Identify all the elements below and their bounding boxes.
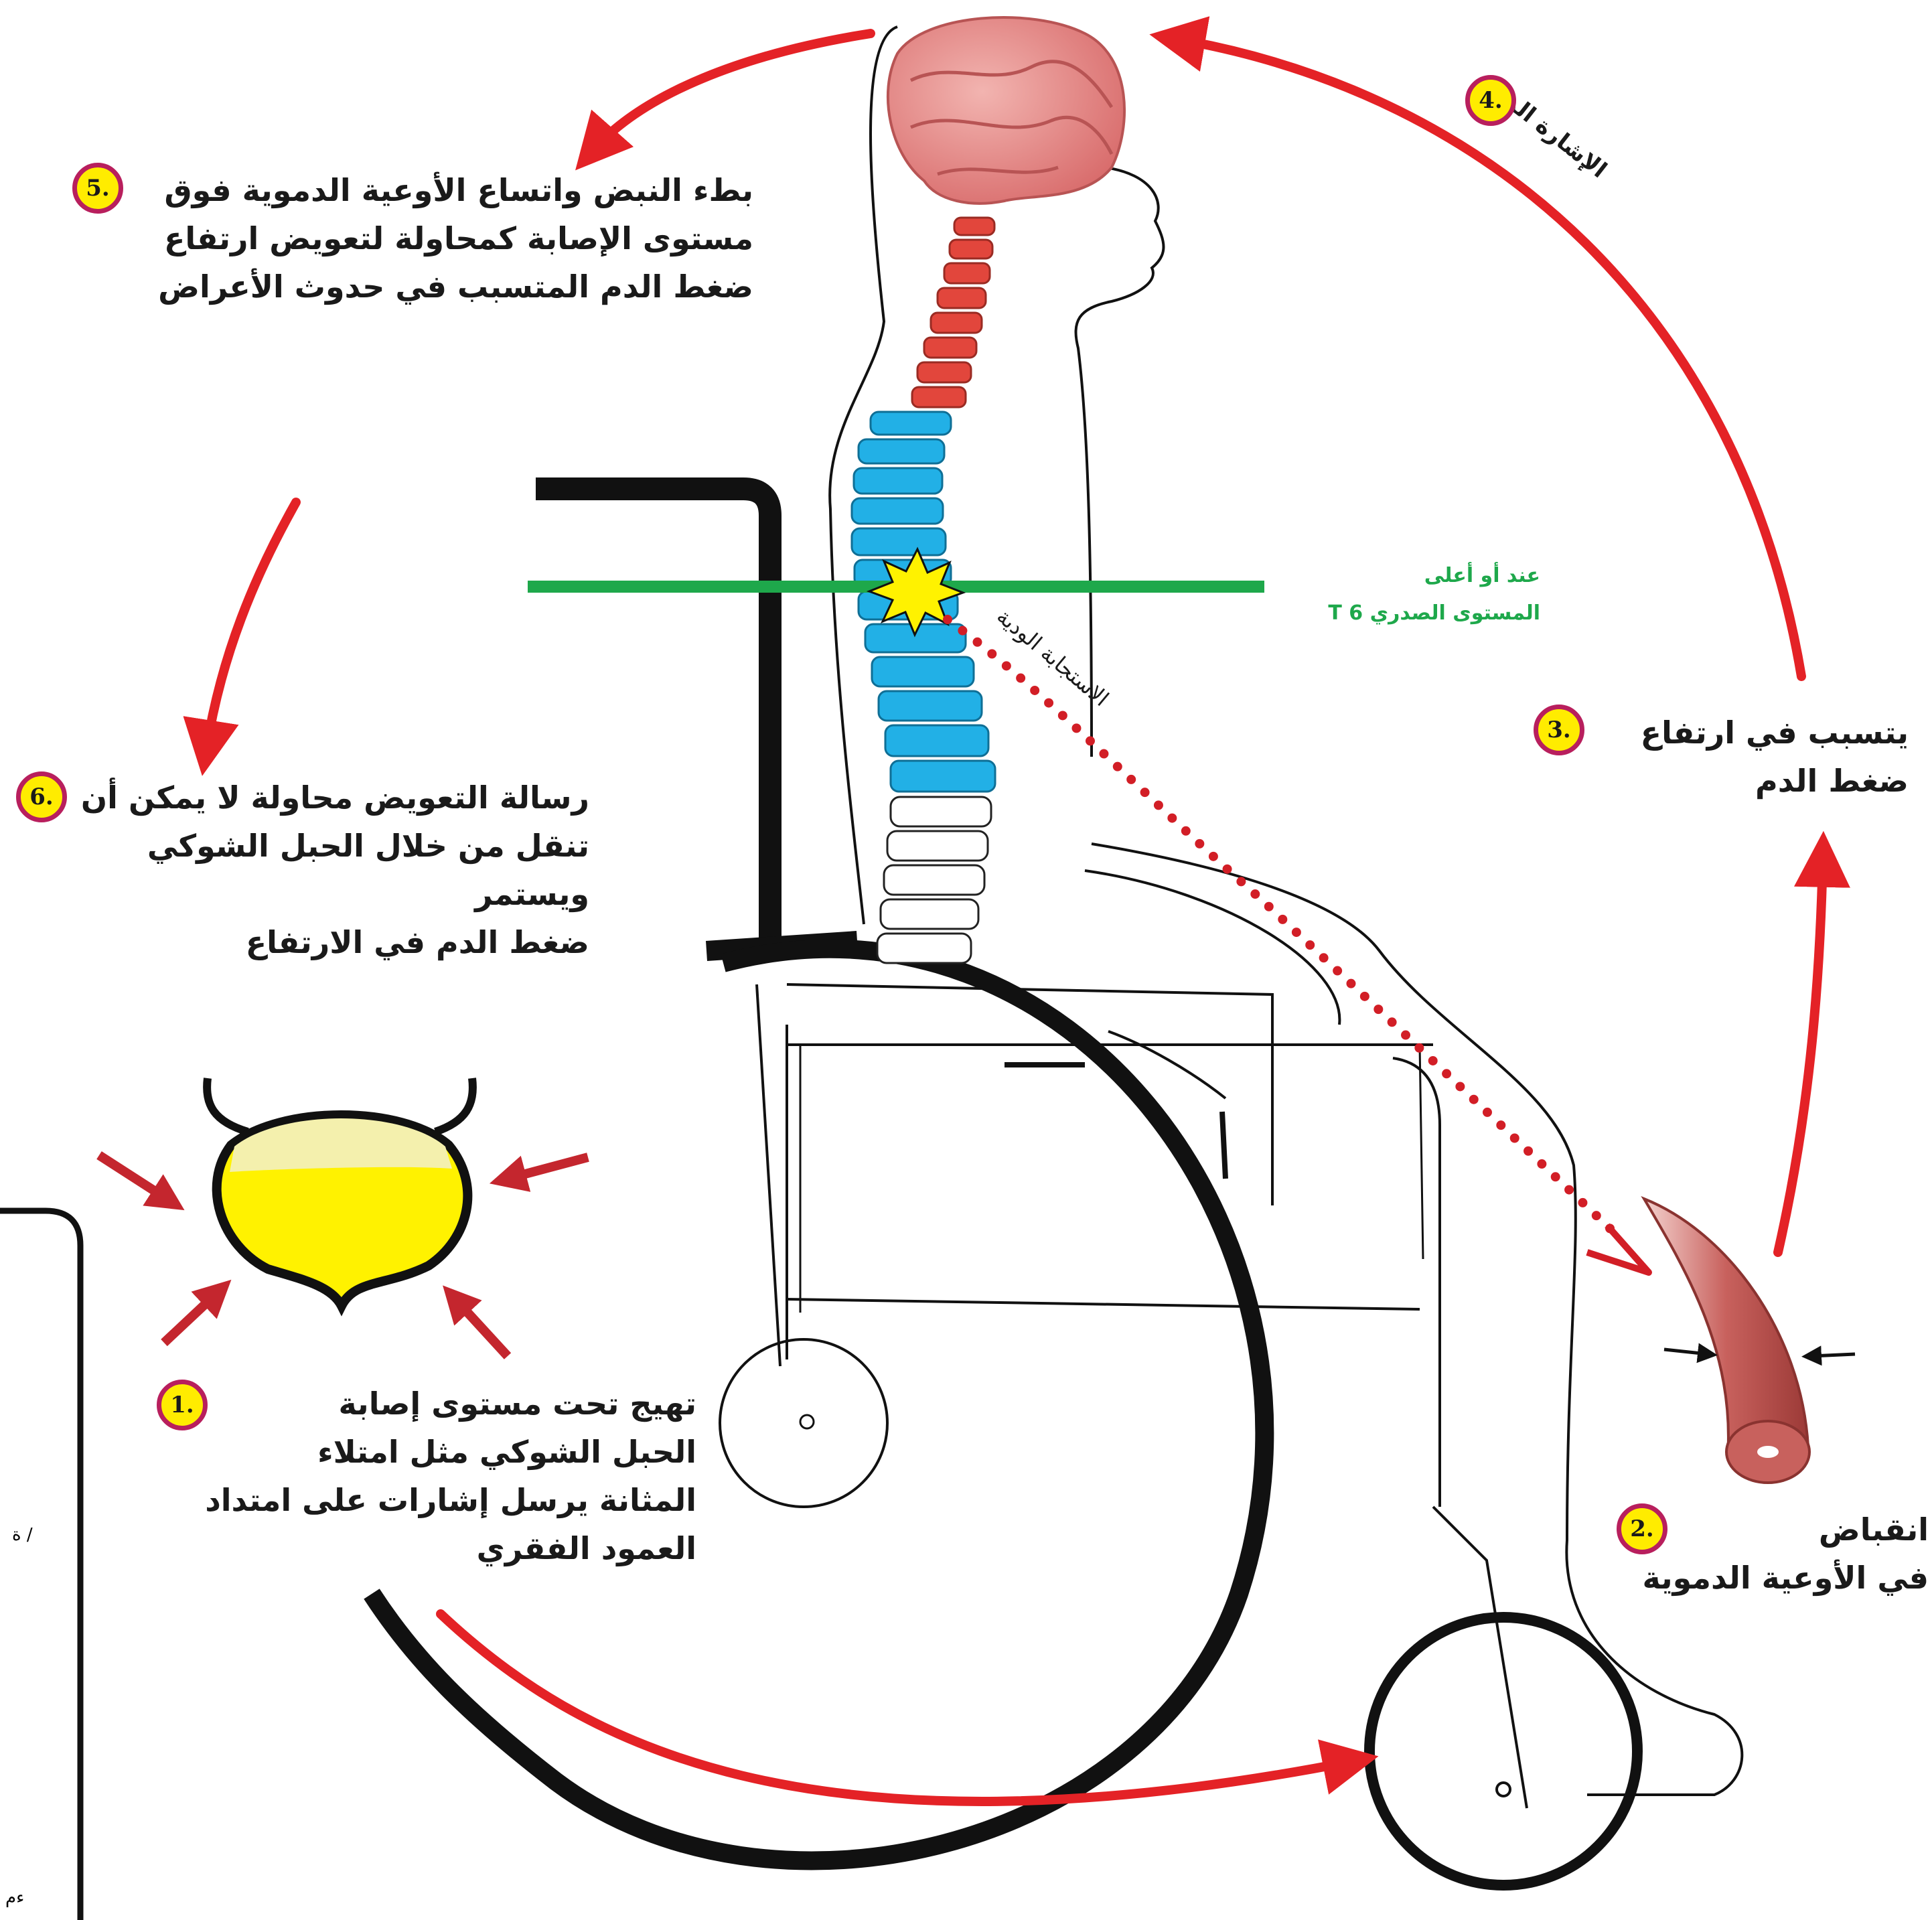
bladder <box>207 1078 473 1306</box>
step-5-text: بطء النبض واتساع الأوعية الدموية فوق مست… <box>84 166 753 311</box>
step-1-text: تهيج تحت مستوى إصابة الحبل الشوكي مثل ام… <box>161 1380 696 1572</box>
step-1-line-2: الحبل الشوكي مثل امتلاء <box>161 1428 696 1476</box>
step-6-text: رسالة التعويض محاولة لا يمكن أن تنقل من … <box>27 773 589 966</box>
vessel-constriction-arrow-right <box>1811 1354 1855 1356</box>
arrow-vessel-to-pressure <box>1778 857 1823 1252</box>
step-2-line-2: في الأوعية الدموية <box>1627 1554 1929 1602</box>
arrow-compensation-to-blocked <box>206 502 296 750</box>
side-fragment-bottom: ءم <box>5 1888 24 1908</box>
step-6-line-3: ضغط الدم في الارتفاع <box>27 918 589 966</box>
spine-lower-white <box>877 797 991 963</box>
step-1-line-4: العمود الفقري <box>161 1524 696 1572</box>
step-5-line-1: بطء النبض واتساع الأوعية الدموية فوق <box>84 166 753 214</box>
injury-level-text: عند أو أعلى المستوى الصدري T 6 <box>1299 557 1540 632</box>
sympathetic-response-dotted-path <box>948 619 1614 1232</box>
wheelchair <box>372 489 1637 1885</box>
brain <box>888 17 1124 204</box>
vessel-constriction-arrow-left <box>1664 1349 1708 1354</box>
left-panel-frame <box>0 1211 80 1920</box>
step-1-line-1: تهيج تحت مستوى إصابة <box>161 1380 696 1428</box>
spine-upper-red <box>912 218 994 407</box>
step-3-line-1: يتسبب في ارتفاع <box>1540 709 1909 757</box>
step-1-line-3: المثانة يرسل إشارات على امتداد <box>161 1476 696 1524</box>
step-6-line-1: رسالة التعويض محاولة لا يمكن أن <box>27 773 589 822</box>
injury-level-line-1: عند أو أعلى <box>1299 557 1540 595</box>
step-5-line-2: مستوى الإصابة كمحاولة لتعويض ارتفاع <box>84 214 753 263</box>
injury-level-line-2: المستوى الصدري T 6 <box>1299 595 1540 632</box>
step-4-badge: 4. <box>1465 75 1516 126</box>
step-6-line-2: تنقل من خلال الحبل الشوكي ويستمر <box>27 822 589 918</box>
step-3-text: يتسبب في ارتفاع ضغط الدم <box>1540 709 1909 805</box>
dotted-path-label: الاستجابة الودية <box>992 603 1114 711</box>
arrow-brain-to-compensation <box>593 33 871 151</box>
step-3-line-2: ضغط الدم <box>1540 757 1909 805</box>
step-2-text: انقباض في الأوعية الدموية <box>1627 1505 1929 1602</box>
step-5-line-3: ضغط الدم المتسبب في حدوث الأعراض <box>84 263 753 311</box>
side-fragment-top: ة / <box>12 1525 33 1545</box>
step-2-line-1: انقباض <box>1627 1505 1929 1554</box>
dotted-path-arrowhead <box>1587 1226 1649 1272</box>
